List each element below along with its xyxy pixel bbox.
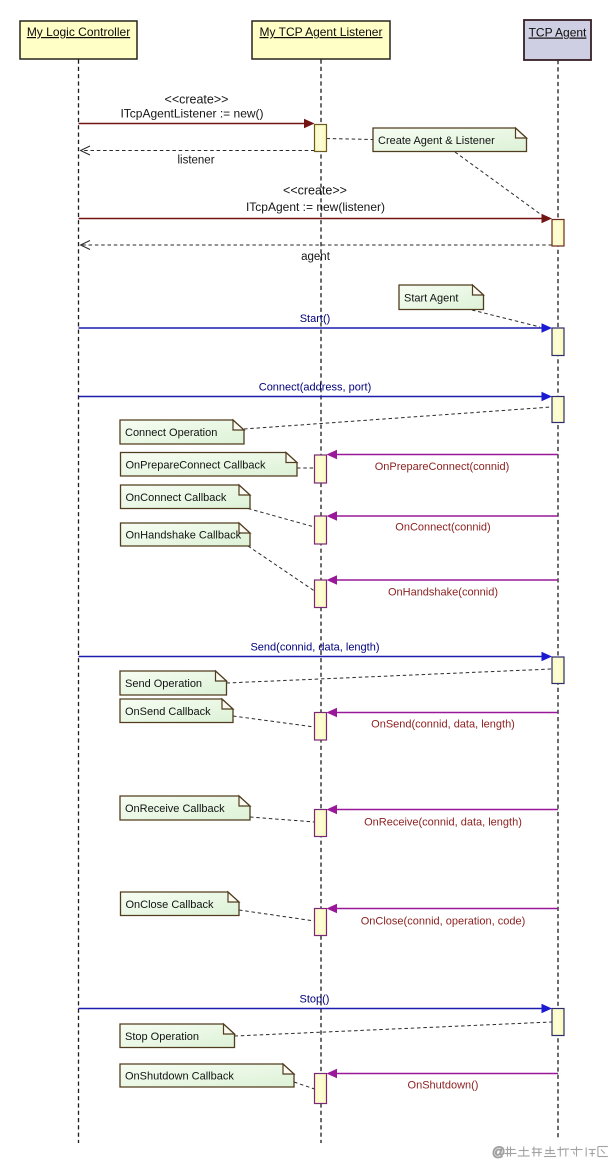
svg-text:OnConnect Callback: OnConnect Callback [126,492,227,504]
svg-text:Send(connid, data, length): Send(connid, data, length) [250,642,379,654]
svg-text:OnShutdown Callback: OnShutdown Callback [125,1071,234,1083]
svg-text:Stop(): Stop() [300,994,330,1006]
svg-text:OnSend Callback: OnSend Callback [125,706,211,718]
svg-text:Send Operation: Send Operation [125,678,202,690]
svg-text:Connect Operation: Connect Operation [125,427,217,439]
svg-text:OnPrepareConnect Callback: OnPrepareConnect Callback [126,459,267,471]
svg-text:OnClose Callback: OnClose Callback [126,899,215,911]
svg-text:OnReceive Callback: OnReceive Callback [125,803,225,815]
svg-text:@: @ [492,1144,505,1159]
svg-text:Create Agent & Listener: Create Agent & Listener [378,135,495,147]
svg-text:OnConnect(connid): OnConnect(connid) [395,522,490,534]
svg-text:OnHandshake(connid): OnHandshake(connid) [388,587,498,599]
svg-text:OnHandshake Callback: OnHandshake Callback [126,530,242,542]
svg-text:agent: agent [301,251,331,263]
svg-text:TCP Agent: TCP Agent [529,26,587,40]
svg-text:Stop Operation: Stop Operation [125,1031,199,1043]
svg-text:OnShutdown(): OnShutdown() [408,1080,479,1092]
svg-text:OnClose(connid, operation, cod: OnClose(connid, operation, code) [361,916,525,928]
svg-text:OnSend(connid, data, length): OnSend(connid, data, length) [371,719,515,731]
svg-text:Start(): Start() [300,313,331,325]
svg-text:My Logic Controller: My Logic Controller [27,25,130,39]
svg-text:My TCP Agent Listener: My TCP Agent Listener [260,25,383,39]
svg-text:OnPrepareConnect(connid): OnPrepareConnect(connid) [375,461,510,473]
svg-text:ITcpAgent := new(listener): ITcpAgent := new(listener) [246,200,385,214]
svg-text:listener: listener [177,155,214,167]
svg-text:<<create>>: <<create>> [165,93,229,107]
svg-text:Connect(address, port): Connect(address, port) [259,382,372,394]
svg-text:<<create>>: <<create>> [283,184,347,198]
svg-text:OnReceive(connid, data, length: OnReceive(connid, data, length) [364,817,522,829]
svg-text:ITcpAgentListener := new(): ITcpAgentListener := new() [120,107,263,121]
svg-text:Start Agent: Start Agent [404,292,458,304]
